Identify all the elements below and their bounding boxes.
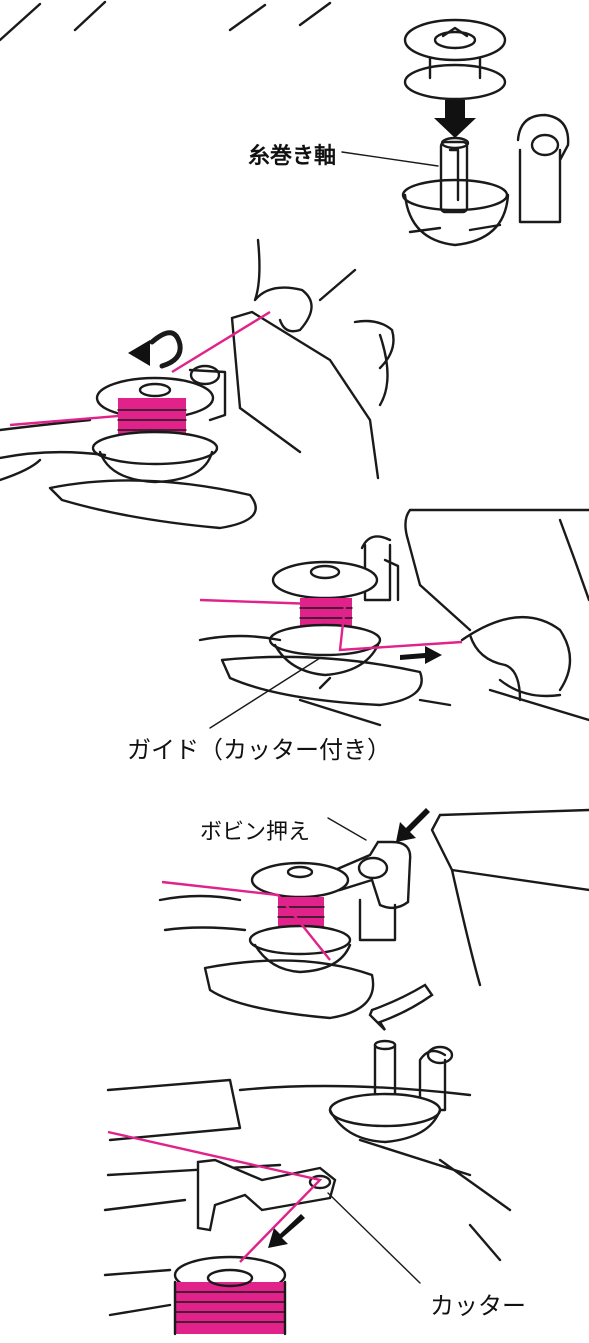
- machine-body-outline: [430, 808, 589, 987]
- curved-arrow-icon: [368, 983, 434, 1031]
- spindle-leader-line: [341, 151, 439, 167]
- step2-winding-panel: [0, 238, 395, 530]
- thread-line: [199, 598, 463, 652]
- right-arrow-icon: [400, 646, 442, 664]
- step3-guide-panel: [198, 508, 589, 729]
- presser-leader-line: [327, 817, 367, 841]
- presser-label: ボビン押え: [200, 820, 311, 845]
- hand-icon: [253, 238, 395, 407]
- bobbin-presser-icon: [333, 840, 412, 910]
- rotate-arrow-icon: [149, 330, 183, 369]
- spindle-label: 糸巻き軸: [248, 144, 337, 169]
- machine-body-outline: [230, 310, 380, 480]
- step5-cutter-panel: [103, 1039, 512, 1336]
- thread-line: [9, 310, 271, 427]
- spindle-icon: [401, 113, 570, 247]
- guide-leader-line: [209, 657, 321, 729]
- down-arrow-icon: [434, 100, 476, 138]
- step1-spindle-panel: [341, 18, 570, 247]
- cutter-guide-icon: [196, 1158, 337, 1232]
- thread-line: [107, 1130, 323, 1263]
- thread-line: [161, 880, 331, 961]
- cutter-label: カッター: [430, 1292, 526, 1320]
- diagonal-arrow-icon: [396, 808, 430, 842]
- bobbin-top-icon: [403, 18, 507, 101]
- step4-presser-panel: [158, 808, 589, 1031]
- top-hand-outline: [0, 0, 332, 42]
- wound-thread: [175, 1282, 285, 1334]
- machine-body-outline: [103, 1078, 512, 1262]
- cutter-leader-line: [327, 1192, 421, 1284]
- hand-icon: [460, 615, 572, 702]
- machine-body-outline: [404, 508, 589, 722]
- rotate-arrowhead-icon: [128, 340, 150, 366]
- guide-label: ガイド（カッター付き）: [127, 736, 391, 764]
- diagonal-arrow-icon: [268, 1214, 305, 1248]
